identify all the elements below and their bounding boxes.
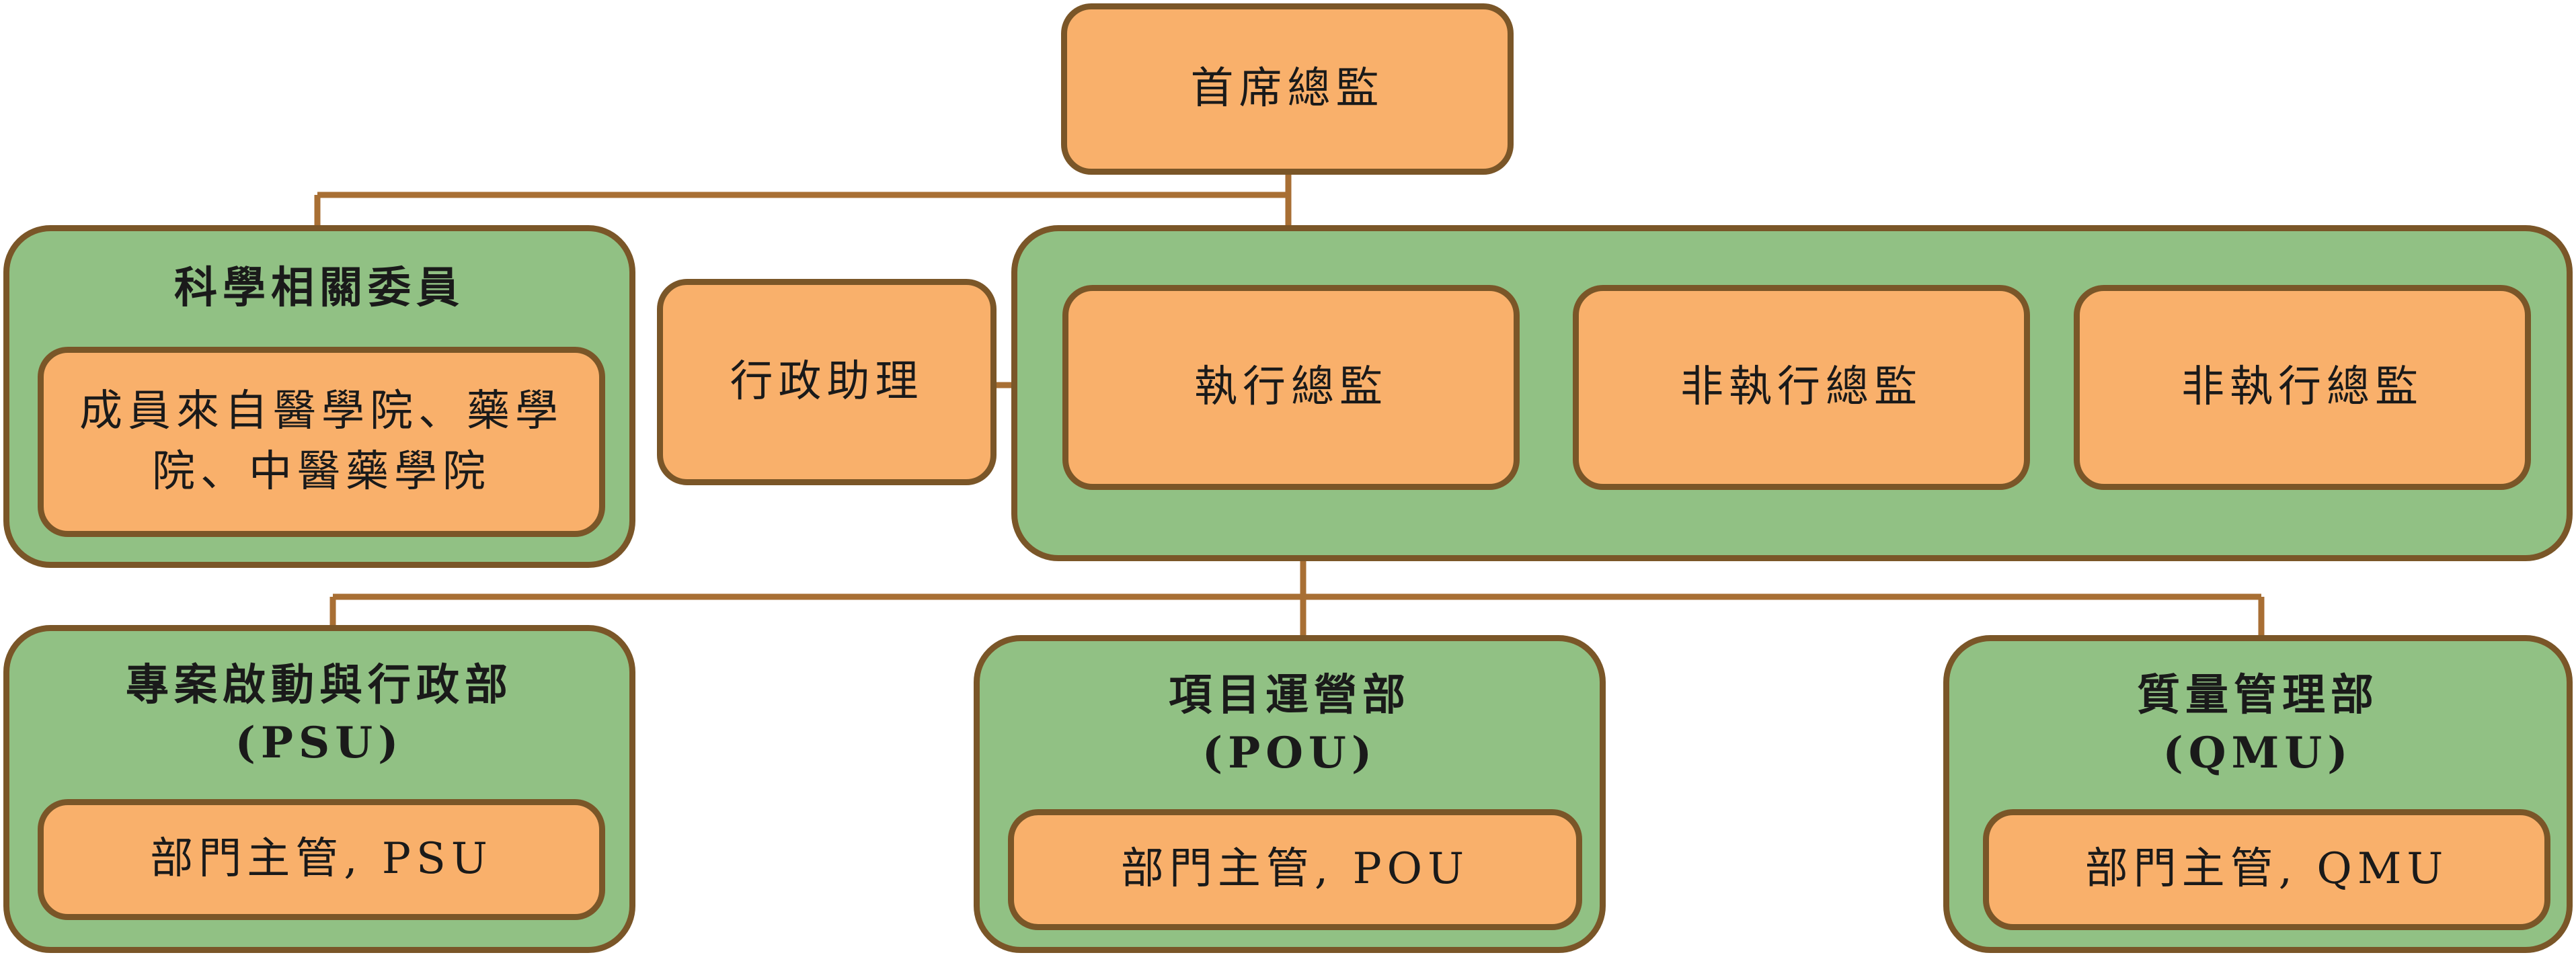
- director-group: 執行總監 非執行總監 非執行總監: [1011, 225, 2573, 561]
- science-committee-group: 科學相關委員 成員來自醫學院、藥學院、中醫藥學院: [3, 225, 635, 568]
- department-pou-head: 部門主管, POU: [1120, 844, 1470, 895]
- executive-director-box: 執行總監: [1062, 285, 1520, 490]
- department-pou-head-box: 部門主管, POU: [1008, 809, 1582, 930]
- department-pou-abbr: (POU): [1202, 728, 1378, 779]
- department-qmu-name: 質量管理部: [2137, 670, 2379, 720]
- department-psu-title: 專案啟動與行政部 (PSU): [9, 657, 629, 773]
- department-qmu-group: 質量管理部 (QMU) 部門主管, QMU: [1943, 635, 2573, 953]
- non-executive-director-box-2: 非執行總監: [2074, 285, 2531, 490]
- department-pou-name: 項目運營部: [1169, 670, 1411, 720]
- non-executive-director-box-1: 非執行總監: [1573, 285, 2030, 490]
- department-pou-group: 項目運營部 (POU) 部門主管, POU: [974, 635, 1606, 953]
- department-qmu-head: 部門主管, QMU: [2084, 844, 2449, 895]
- non-executive-director-label-1: 非執行總監: [1680, 362, 1922, 412]
- department-psu-head-box: 部門主管, PSU: [38, 799, 605, 920]
- department-psu-name: 專案啟動與行政部: [126, 660, 513, 710]
- department-pou-title: 項目運營部 (POU): [980, 667, 1600, 783]
- non-executive-director-label-2: 非執行總監: [2181, 362, 2423, 412]
- ceo-label: 首席總監: [1190, 63, 1384, 114]
- executive-director-label: 執行總監: [1194, 362, 1388, 412]
- ceo-box: 首席總監: [1061, 3, 1514, 175]
- science-committee-members: 成員來自醫學院、藥學院、中醫藥學院: [79, 386, 563, 497]
- department-qmu-head-box: 部門主管, QMU: [1983, 809, 2550, 930]
- admin-assistant-box: 行政助理: [657, 279, 997, 485]
- department-qmu-title: 質量管理部 (QMU): [1949, 667, 2567, 783]
- department-qmu-abbr: (QMU): [2162, 728, 2353, 779]
- science-committee-members-box: 成員來自醫學院、藥學院、中醫藥學院: [38, 347, 605, 537]
- admin-assistant-label: 行政助理: [730, 356, 924, 407]
- department-psu-group: 專案啟動與行政部 (PSU) 部門主管, PSU: [3, 625, 635, 953]
- science-committee-title: 科學相關委員: [174, 263, 465, 313]
- department-psu-head: 部門主管, PSU: [150, 834, 493, 884]
- department-psu-abbr: (PSU): [235, 718, 404, 769]
